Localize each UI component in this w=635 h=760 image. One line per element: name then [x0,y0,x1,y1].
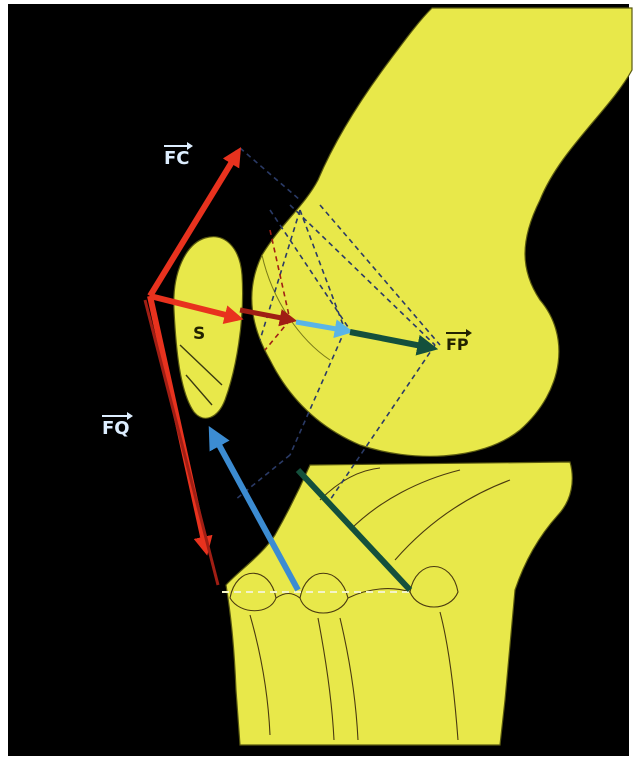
fc-label-text: FC [164,145,190,169]
fp-label: FP [446,337,469,353]
fq-label-text: FQ [102,415,130,439]
s-label: S [193,326,205,343]
fq-label: FQ [102,420,130,438]
patella-shape [174,237,243,418]
femur-shape [252,8,632,456]
s-label-text: S [193,324,205,344]
tibia-shape [226,462,572,745]
fc-label: FC [164,150,190,168]
fp-label-text: FP [446,332,469,354]
